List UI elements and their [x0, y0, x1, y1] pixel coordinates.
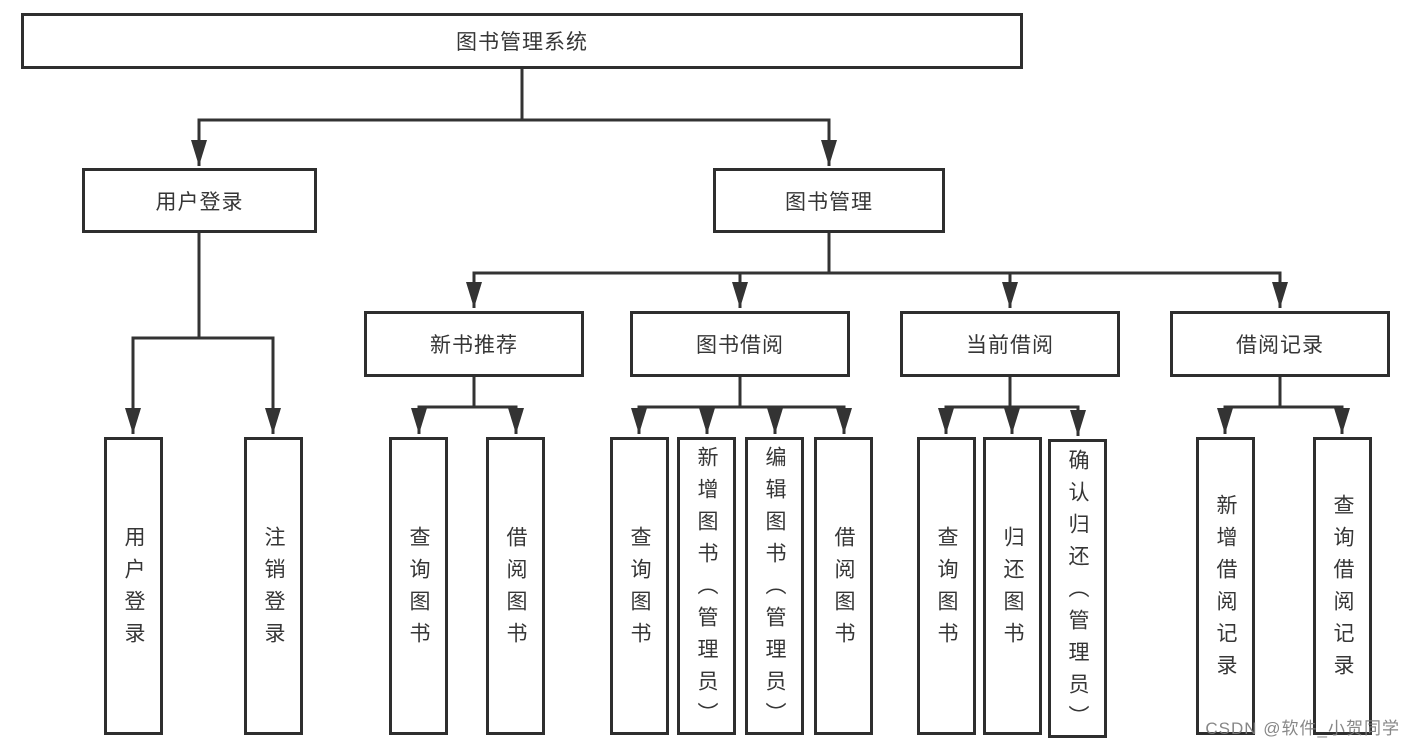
leaf-return-books: 归还图书: [983, 437, 1042, 735]
leaf-confirm-return-admin: 确认归还（管理员）: [1048, 439, 1107, 738]
node-label: 查询图书: [935, 526, 958, 654]
watermark-text: CSDN @软件_小贺同学: [1205, 719, 1400, 738]
leaf-user-login: 用户登录: [104, 437, 163, 735]
node-user-login: 用户登录: [82, 168, 317, 233]
node-label: 新增图书（管理员）: [695, 446, 718, 734]
node-current-borrowing: 当前借阅: [900, 311, 1120, 377]
node-borrowing-records: 借阅记录: [1170, 311, 1390, 377]
node-label: 查询借阅记录: [1331, 494, 1354, 686]
node-label: 确认归还（管理员）: [1066, 448, 1089, 737]
node-label: 注销登录: [262, 526, 285, 654]
node-label: 借阅图书: [832, 526, 855, 654]
node-book-management: 图书管理: [713, 168, 945, 233]
leaf-query-books-2: 查询图书: [610, 437, 669, 735]
node-label: 归还图书: [1001, 526, 1024, 654]
node-book-borrowing: 图书借阅: [630, 311, 850, 377]
leaf-edit-books-admin: 编辑图书（管理员）: [745, 437, 804, 735]
leaf-logout: 注销登录: [244, 437, 303, 735]
node-label: 编辑图书（管理员）: [763, 446, 786, 734]
node-label: 查询图书: [628, 526, 651, 654]
leaf-add-borrow-record: 新增借阅记录: [1196, 437, 1255, 735]
leaf-borrow-books-1: 借阅图书: [486, 437, 545, 735]
node-label: 借阅图书: [504, 526, 527, 654]
leaf-query-books-3: 查询图书: [917, 437, 976, 735]
node-label: 用户登录: [122, 526, 145, 654]
leaf-query-books-1: 查询图书: [389, 437, 448, 735]
node-library-management-system: 图书管理系统: [21, 13, 1023, 69]
node-label: 查询图书: [407, 526, 430, 654]
node-new-book-recommendation: 新书推荐: [364, 311, 584, 377]
leaf-add-books-admin: 新增图书（管理员）: [677, 437, 736, 735]
node-label: 新增借阅记录: [1214, 494, 1237, 686]
leaf-borrow-books-2: 借阅图书: [814, 437, 873, 735]
leaf-query-borrow-record: 查询借阅记录: [1313, 437, 1372, 735]
